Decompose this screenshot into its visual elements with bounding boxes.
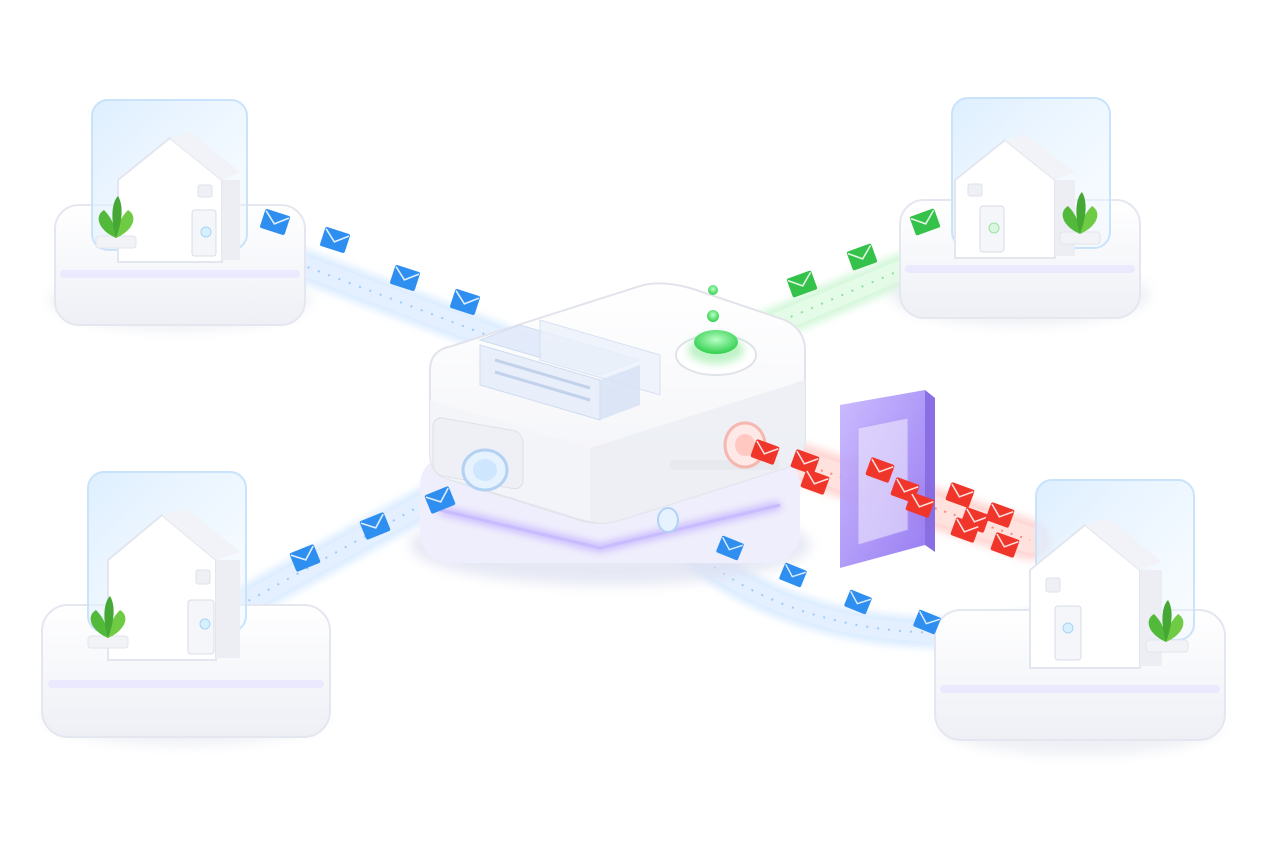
envelope-icon (990, 532, 1020, 558)
envelope-icon (865, 457, 895, 483)
envelope-icon (786, 270, 818, 298)
indicator-light-icon (675, 285, 757, 376)
house-node-top-left (50, 99, 310, 330)
envelope-icon (359, 512, 391, 540)
envelope-icon (800, 469, 830, 495)
house-node-bottom-left (41, 471, 331, 745)
envelope-icon (950, 517, 980, 543)
envelope-icon (913, 609, 941, 635)
envelope-icon (320, 226, 350, 254)
envelope-icon (945, 482, 975, 508)
envelope-icon (289, 544, 321, 572)
envelope-icon (790, 449, 820, 475)
central-hub (410, 282, 810, 585)
messages-layer (260, 208, 1020, 635)
envelope-icon (909, 208, 941, 236)
envelope-icon (424, 486, 456, 514)
plant-icon (1145, 600, 1189, 653)
mail-slots (478, 319, 661, 421)
plant-icon (95, 196, 137, 249)
house-node-top-right (890, 97, 1150, 325)
port-left (461, 448, 509, 492)
envelope-icon (985, 502, 1015, 528)
port-bottom (657, 507, 679, 533)
envelope-icon (390, 264, 420, 292)
house-icon (107, 508, 240, 661)
envelope-icon (846, 243, 878, 271)
envelope-icon (750, 439, 780, 465)
envelope-icon (260, 208, 290, 236)
envelope-icon (905, 492, 935, 518)
house-icon (117, 132, 240, 263)
envelope-icon (844, 589, 872, 615)
envelope-icon (779, 562, 807, 588)
plant-icon (87, 596, 129, 649)
plant-icon (1059, 192, 1101, 245)
house-node-bottom-right (934, 479, 1226, 755)
envelope-icon (450, 288, 480, 316)
envelope-icon (716, 535, 744, 561)
